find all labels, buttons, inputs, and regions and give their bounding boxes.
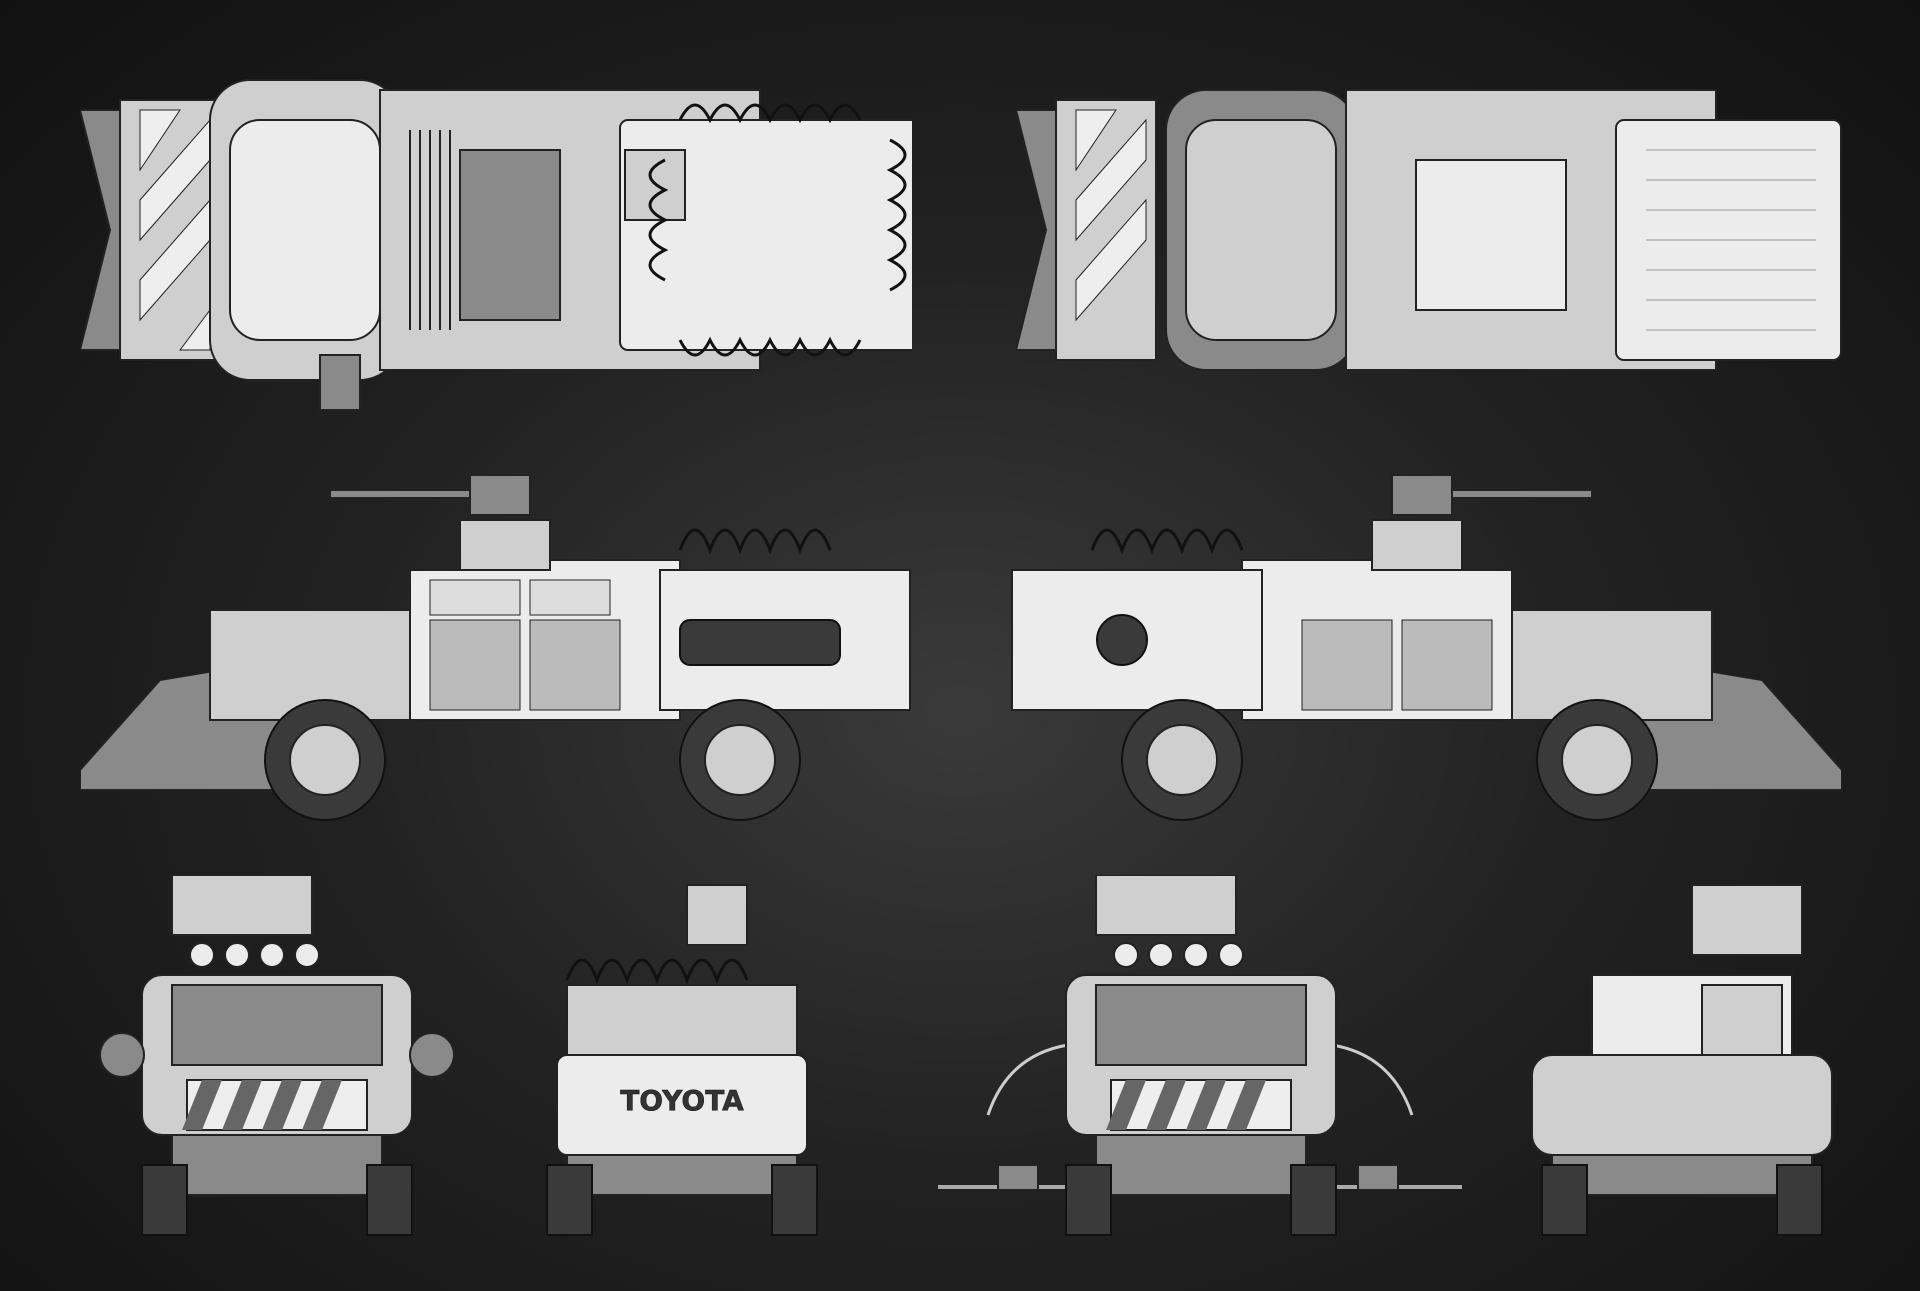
- rear-view-open: [1512, 875, 1856, 1237]
- side-view-right: [1010, 460, 1842, 825]
- front-view-deployed: [918, 875, 1482, 1237]
- side-view-left: [80, 460, 912, 825]
- top-view-armed: [80, 50, 912, 422]
- front-view: [92, 875, 460, 1237]
- tailgate-brand-text: TOYOTA: [620, 1084, 744, 1117]
- rear-view: TOYOTA: [527, 875, 847, 1237]
- top-view-unarmed: [1016, 50, 1848, 422]
